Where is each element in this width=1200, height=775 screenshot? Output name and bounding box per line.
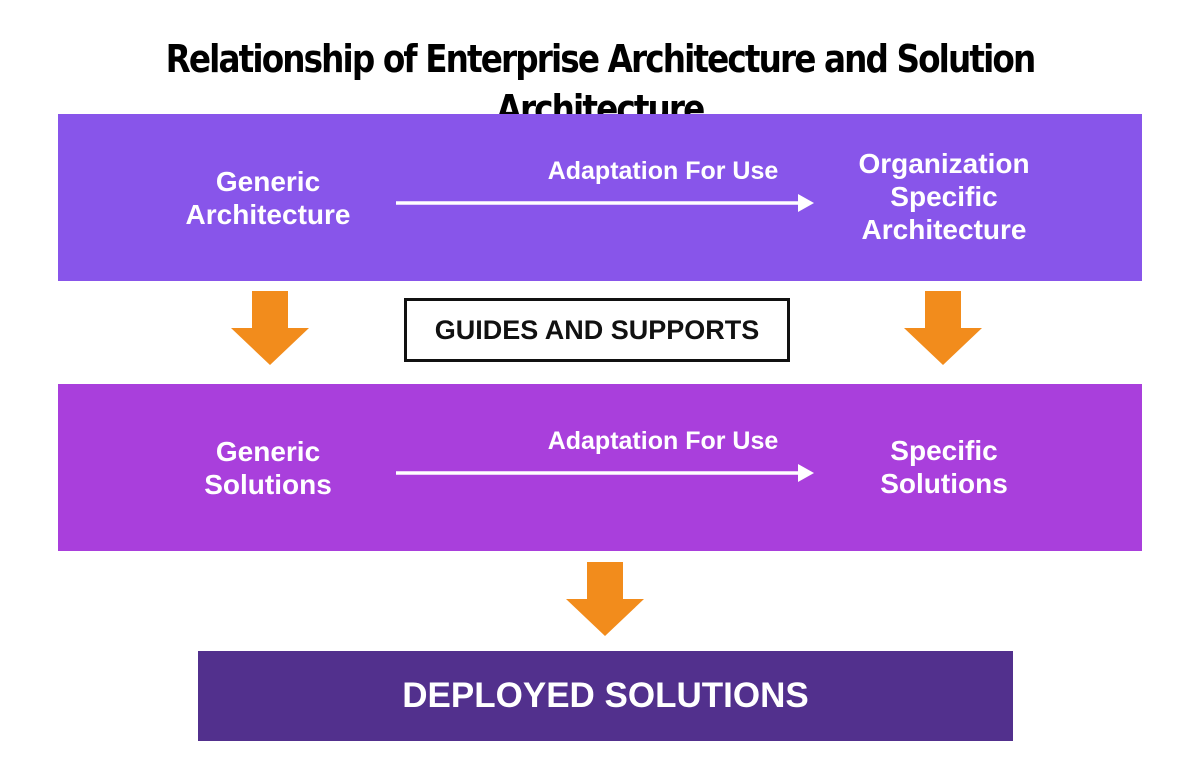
generic-architecture-node: Generic Architecture — [176, 165, 360, 231]
solutions-band: Generic Solutions Adaptation For Use Spe… — [58, 384, 1142, 551]
organization-specific-architecture-node: Organization Specific Architecture — [844, 147, 1044, 246]
architecture-flow-arrow-icon — [396, 194, 814, 212]
node-line: Generic — [215, 436, 321, 467]
down-arrow-icon — [566, 562, 644, 636]
node-line: Specific — [890, 435, 998, 466]
solutions-flow-arrow-icon — [396, 464, 814, 482]
node-line: Solutions — [880, 468, 1008, 499]
architecture-flow-label: Adaptation For Use — [547, 157, 779, 185]
node-line: Specific — [890, 181, 998, 212]
node-line: Organization — [858, 148, 1030, 179]
diagram-title: Relationship of Enterprise Architecture … — [165, 37, 1037, 131]
node-line: Architecture — [185, 199, 351, 230]
architecture-band: Generic Architecture Adaptation For Use … — [58, 114, 1142, 281]
specific-solutions-node: Specific Solutions — [844, 434, 1044, 500]
node-line: Architecture — [861, 214, 1027, 245]
deployed-solutions-box: DEPLOYED SOLUTIONS — [198, 651, 1013, 741]
generic-solutions-node: Generic Solutions — [176, 435, 360, 501]
node-line: Solutions — [204, 469, 332, 500]
guides-and-supports-box: GUIDES AND SUPPORTS — [404, 298, 790, 362]
node-line: Generic — [215, 166, 321, 197]
down-arrow-icon — [231, 291, 309, 365]
down-arrow-icon — [904, 291, 982, 365]
solutions-flow-label: Adaptation For Use — [547, 427, 779, 455]
